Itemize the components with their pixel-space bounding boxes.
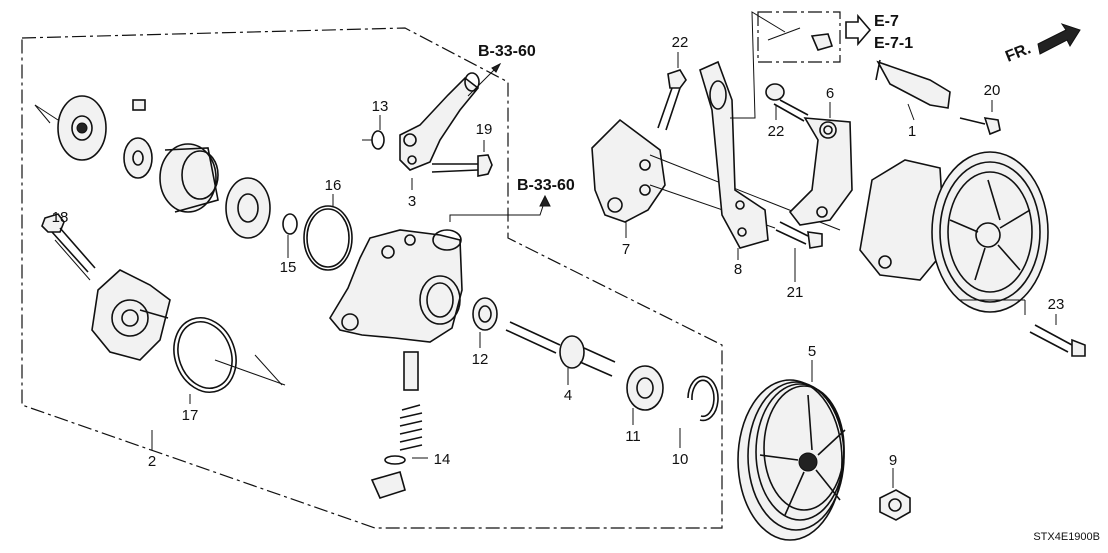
part-22-bolt-mid [765,83,809,122]
part-23-bolt [960,299,1086,357]
part-11-bearing [626,365,664,411]
callout-21: 21 [787,284,804,301]
callout-9: 9 [889,452,897,469]
callout-20: 20 [984,82,1001,99]
callout-23: 23 [1048,296,1065,313]
part-5-pulley [737,379,846,541]
callout-2: 2 [148,453,156,470]
part-6-bracket [788,117,853,226]
part-8-bracket [699,60,769,249]
part-2-pump-cover [91,269,171,361]
callout-22b: 22 [768,123,785,140]
callout-19: 19 [476,121,493,138]
part-18-bolt [41,213,96,281]
part-7-bracket [591,118,841,231]
ref-e7-1[interactable]: E-7-1 [874,35,913,52]
callout-7: 7 [622,241,630,258]
callout-8: 8 [734,261,742,278]
ref-e7[interactable]: E-7 [874,13,899,30]
part-4-shaft [505,321,616,377]
callout-4: 4 [564,387,572,404]
arrow-b3360-a [467,62,502,97]
ref-b3360-b[interactable]: B-33-60 [517,177,575,194]
side-plate [34,95,107,161]
part-20-bolt [959,117,1001,136]
part-9-nut [879,489,911,521]
part-12-oil-seal [472,297,498,331]
callout-3: 3 [408,193,416,210]
callout-leaders [151,52,1057,488]
arrow-b3360-b [449,194,551,222]
part-15-o-ring [282,213,298,235]
cam-ring [159,143,219,213]
callout-6: 6 [826,85,834,102]
callout-1: 1 [908,123,916,140]
part-16-o-ring [303,205,353,271]
callout-10: 10 [672,451,689,468]
part-21-bolt [775,221,823,249]
rotor-gear [123,137,153,179]
part-10-snap-ring [687,375,719,422]
callout-14: 14 [434,451,451,468]
detail-leader [730,11,834,119]
diagram-code: STX4E1900B [1033,531,1100,543]
callout-15: 15 [280,259,297,276]
part-17-o-ring [173,317,286,393]
ref-b3360-a[interactable]: B-33-60 [478,43,536,60]
part-13-o-ring [362,130,385,150]
callout-11: 11 [625,428,641,445]
fr-label: FR. [1003,40,1033,65]
detail-box-e7 [757,11,841,63]
part-3-suction-fitting [399,72,480,171]
part-1-bracket [875,59,951,109]
pump-assembly [859,151,1049,313]
callout-16: 16 [325,177,342,194]
relief-valve [370,351,423,499]
part-22-bolt-top [657,69,687,131]
pump-body [329,229,463,343]
callout-17: 17 [182,407,199,424]
callout-18: 18 [52,209,69,226]
callout-22a: 22 [672,34,689,51]
vane-key [132,99,146,111]
arrow-e7 [845,13,872,47]
callout-13: 13 [372,98,389,115]
part-19-bolt [431,154,493,177]
assembly-boundary [21,27,723,529]
pressure-plate [225,177,271,239]
callout-5: 5 [808,343,816,360]
fr-arrow-icon [1037,23,1081,55]
callout-numbers: 1 2 3 4 5 6 7 8 9 10 11 12 13 14 15 16 1… [52,34,1065,470]
callout-12: 12 [472,351,489,368]
